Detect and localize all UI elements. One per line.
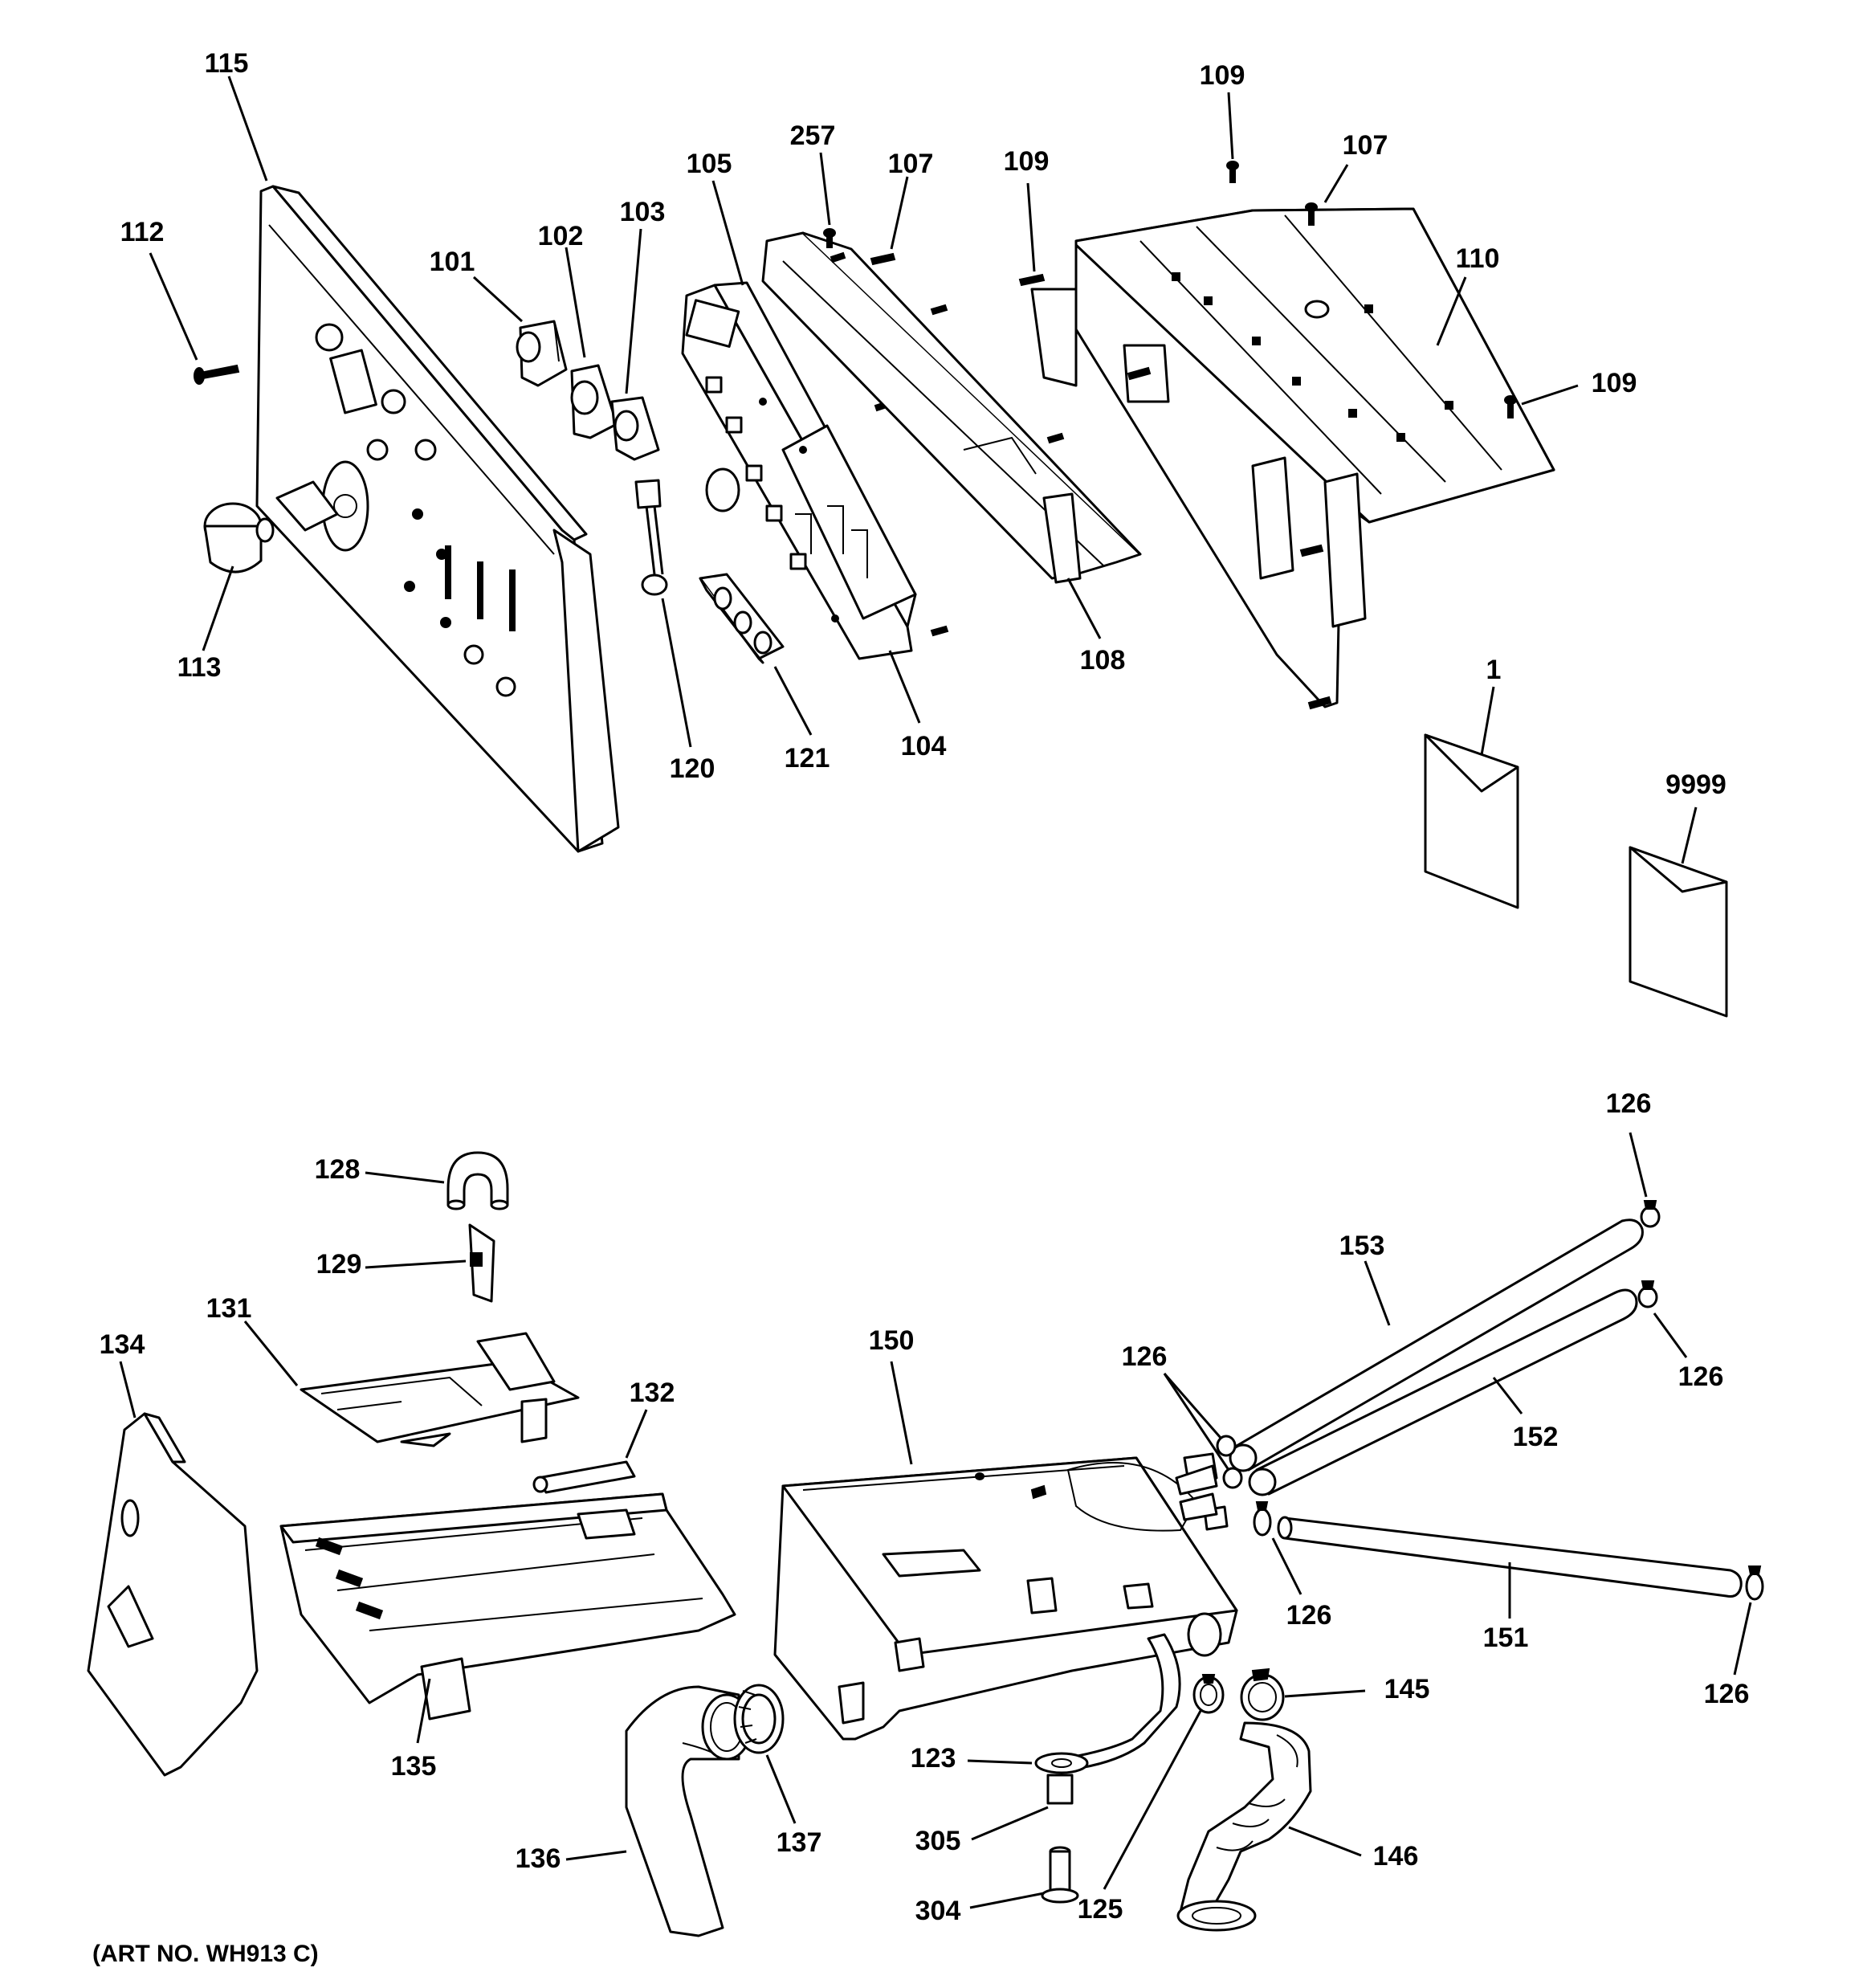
u-hose-128 xyxy=(446,1151,509,1210)
callout-120: 120 xyxy=(670,753,715,784)
callout-137: 137 xyxy=(777,1827,822,1858)
callout-129: 129 xyxy=(316,1249,362,1280)
callout-123: 123 xyxy=(911,1743,956,1774)
callout-126c: 126 xyxy=(1122,1341,1168,1372)
clamp-145 xyxy=(1240,1668,1285,1721)
callout-109a: 109 xyxy=(1004,146,1050,177)
clamp-126-end xyxy=(1745,1565,1764,1601)
callout-126b: 126 xyxy=(1678,1361,1724,1392)
callout-110: 110 xyxy=(1456,243,1500,274)
control-panel-115 xyxy=(255,185,620,853)
screw-107-right xyxy=(1305,202,1318,226)
callout-136: 136 xyxy=(516,1843,561,1874)
hose-153 xyxy=(1229,1219,1644,1472)
switch-102 xyxy=(570,364,618,439)
seal-ring-137 xyxy=(733,1684,785,1754)
clamp-125 xyxy=(1192,1674,1225,1714)
valve-304 xyxy=(1041,1846,1079,1904)
latch-132 xyxy=(532,1460,636,1494)
switch-101 xyxy=(516,320,568,387)
knob-113 xyxy=(203,502,275,574)
side-cover-134 xyxy=(87,1412,259,1777)
screw-107 xyxy=(870,252,896,266)
clamp-126-mid xyxy=(1253,1501,1272,1537)
clamp-126-right xyxy=(1637,1280,1658,1308)
top-plate-110 xyxy=(1030,207,1555,710)
manual-1 xyxy=(1424,733,1519,909)
callout-1: 1 xyxy=(1486,655,1502,685)
callout-125: 125 xyxy=(1078,1894,1123,1925)
callout-151: 151 xyxy=(1483,1623,1529,1653)
callout-132: 132 xyxy=(630,1378,675,1408)
callout-102: 102 xyxy=(538,221,584,251)
callout-126e: 126 xyxy=(1704,1679,1750,1709)
callout-107b: 107 xyxy=(1343,130,1388,161)
callout-109b: 109 xyxy=(1200,60,1245,91)
callout-305: 305 xyxy=(915,1826,961,1856)
manual-9999 xyxy=(1629,846,1728,1018)
bracket-108 xyxy=(761,231,1142,584)
hose-152 xyxy=(1248,1288,1638,1496)
hose-elbow-136 xyxy=(625,1685,752,1937)
callout-146: 146 xyxy=(1373,1841,1419,1872)
callout-126a: 126 xyxy=(1606,1088,1652,1119)
callout-112: 112 xyxy=(120,217,165,247)
hose-tube-305 xyxy=(1034,1633,1181,1805)
screw-109 xyxy=(1018,273,1046,287)
reservoir-150 xyxy=(773,1452,1238,1741)
clip-129 xyxy=(468,1223,495,1303)
callout-107a: 107 xyxy=(888,149,934,179)
callout-113: 113 xyxy=(177,652,222,683)
callout-152: 152 xyxy=(1513,1422,1559,1452)
link-120 xyxy=(634,479,668,596)
control-board-104-105 xyxy=(681,281,949,660)
button-strip-121 xyxy=(699,573,785,664)
clamps-126-pair xyxy=(1175,1435,1243,1521)
clamp-126-top xyxy=(1640,1200,1661,1228)
callout-103: 103 xyxy=(620,197,666,227)
callout-109c: 109 xyxy=(1592,368,1637,398)
callout-101: 101 xyxy=(430,247,475,277)
callout-121: 121 xyxy=(785,743,830,774)
callout-105: 105 xyxy=(687,149,732,179)
drain-hose-146 xyxy=(1176,1721,1312,1932)
callout-126d: 126 xyxy=(1286,1600,1332,1631)
callout-153: 153 xyxy=(1339,1231,1385,1261)
callout-145: 145 xyxy=(1384,1674,1430,1704)
callout-104: 104 xyxy=(901,731,947,761)
art-number: (ART NO. WH913 C) xyxy=(92,1941,319,1967)
screw-257 xyxy=(823,228,836,248)
callout-257: 257 xyxy=(790,120,836,151)
callout-128: 128 xyxy=(315,1154,361,1185)
screw-112 xyxy=(194,364,240,385)
dispenser-top-131 xyxy=(300,1332,580,1447)
dispenser-body-135 xyxy=(279,1492,736,1721)
callout-135: 135 xyxy=(391,1751,437,1782)
callout-115: 115 xyxy=(205,48,249,79)
screw-109-top xyxy=(1226,161,1239,183)
callout-108: 108 xyxy=(1080,645,1126,676)
callout-9999: 9999 xyxy=(1665,769,1726,800)
callout-134: 134 xyxy=(100,1329,145,1360)
callout-304: 304 xyxy=(915,1896,961,1926)
callout-150: 150 xyxy=(869,1325,915,1356)
hose-151 xyxy=(1277,1516,1743,1598)
switch-103 xyxy=(610,396,660,461)
screw-109-right xyxy=(1504,395,1517,418)
callout-131: 131 xyxy=(206,1293,252,1324)
